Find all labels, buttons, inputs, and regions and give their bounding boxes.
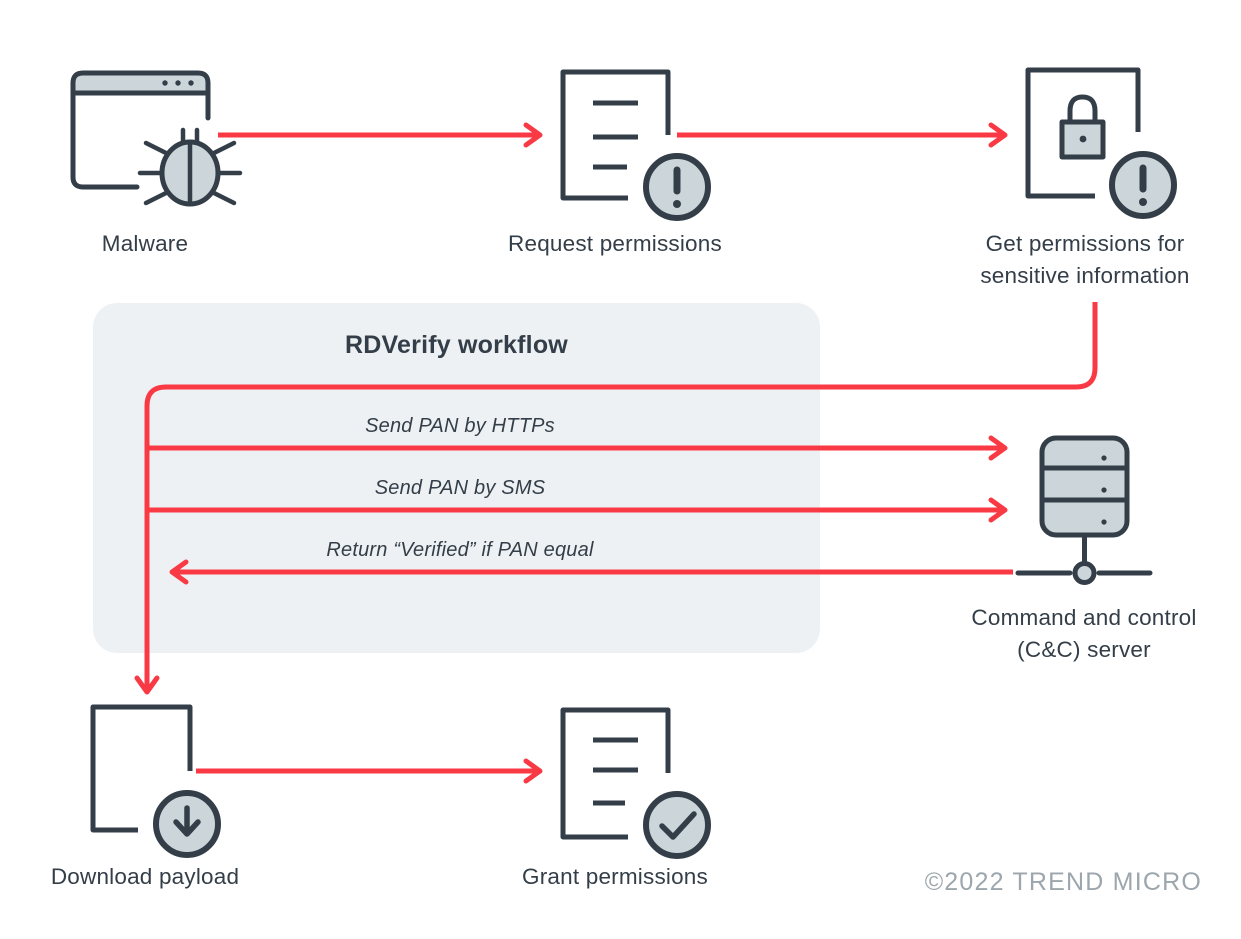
browser-bug-icon — [70, 70, 243, 207]
send-pan-sms-label: Send PAN by SMS — [374, 477, 546, 499]
grant-permissions-label: Grant permissions — [522, 864, 708, 889]
get-permissions-label: Get permissions for sensitive informatio… — [980, 231, 1190, 288]
server-network-icon — [1015, 435, 1153, 585]
download-payload-label: Download payload — [50, 864, 240, 889]
return-verified-label: Return “Verified” if PAN equal — [326, 539, 594, 561]
document-exclamation-icon — [560, 69, 711, 221]
document-check-icon — [560, 707, 711, 859]
document-lock-exclamation-icon — [1025, 67, 1177, 219]
device-download-icon — [90, 704, 221, 858]
cc-server-label: Command and control (C&C) server — [971, 605, 1197, 662]
request-permissions-label: Request permissions — [508, 231, 722, 256]
malware-label: Malware — [101, 231, 189, 256]
copyright-text: ©2022 TREND MICRO — [924, 868, 1202, 896]
workflow-title: RDVerify workflow — [345, 331, 568, 359]
send-pan-https-label: Send PAN by HTTPs — [365, 415, 555, 437]
